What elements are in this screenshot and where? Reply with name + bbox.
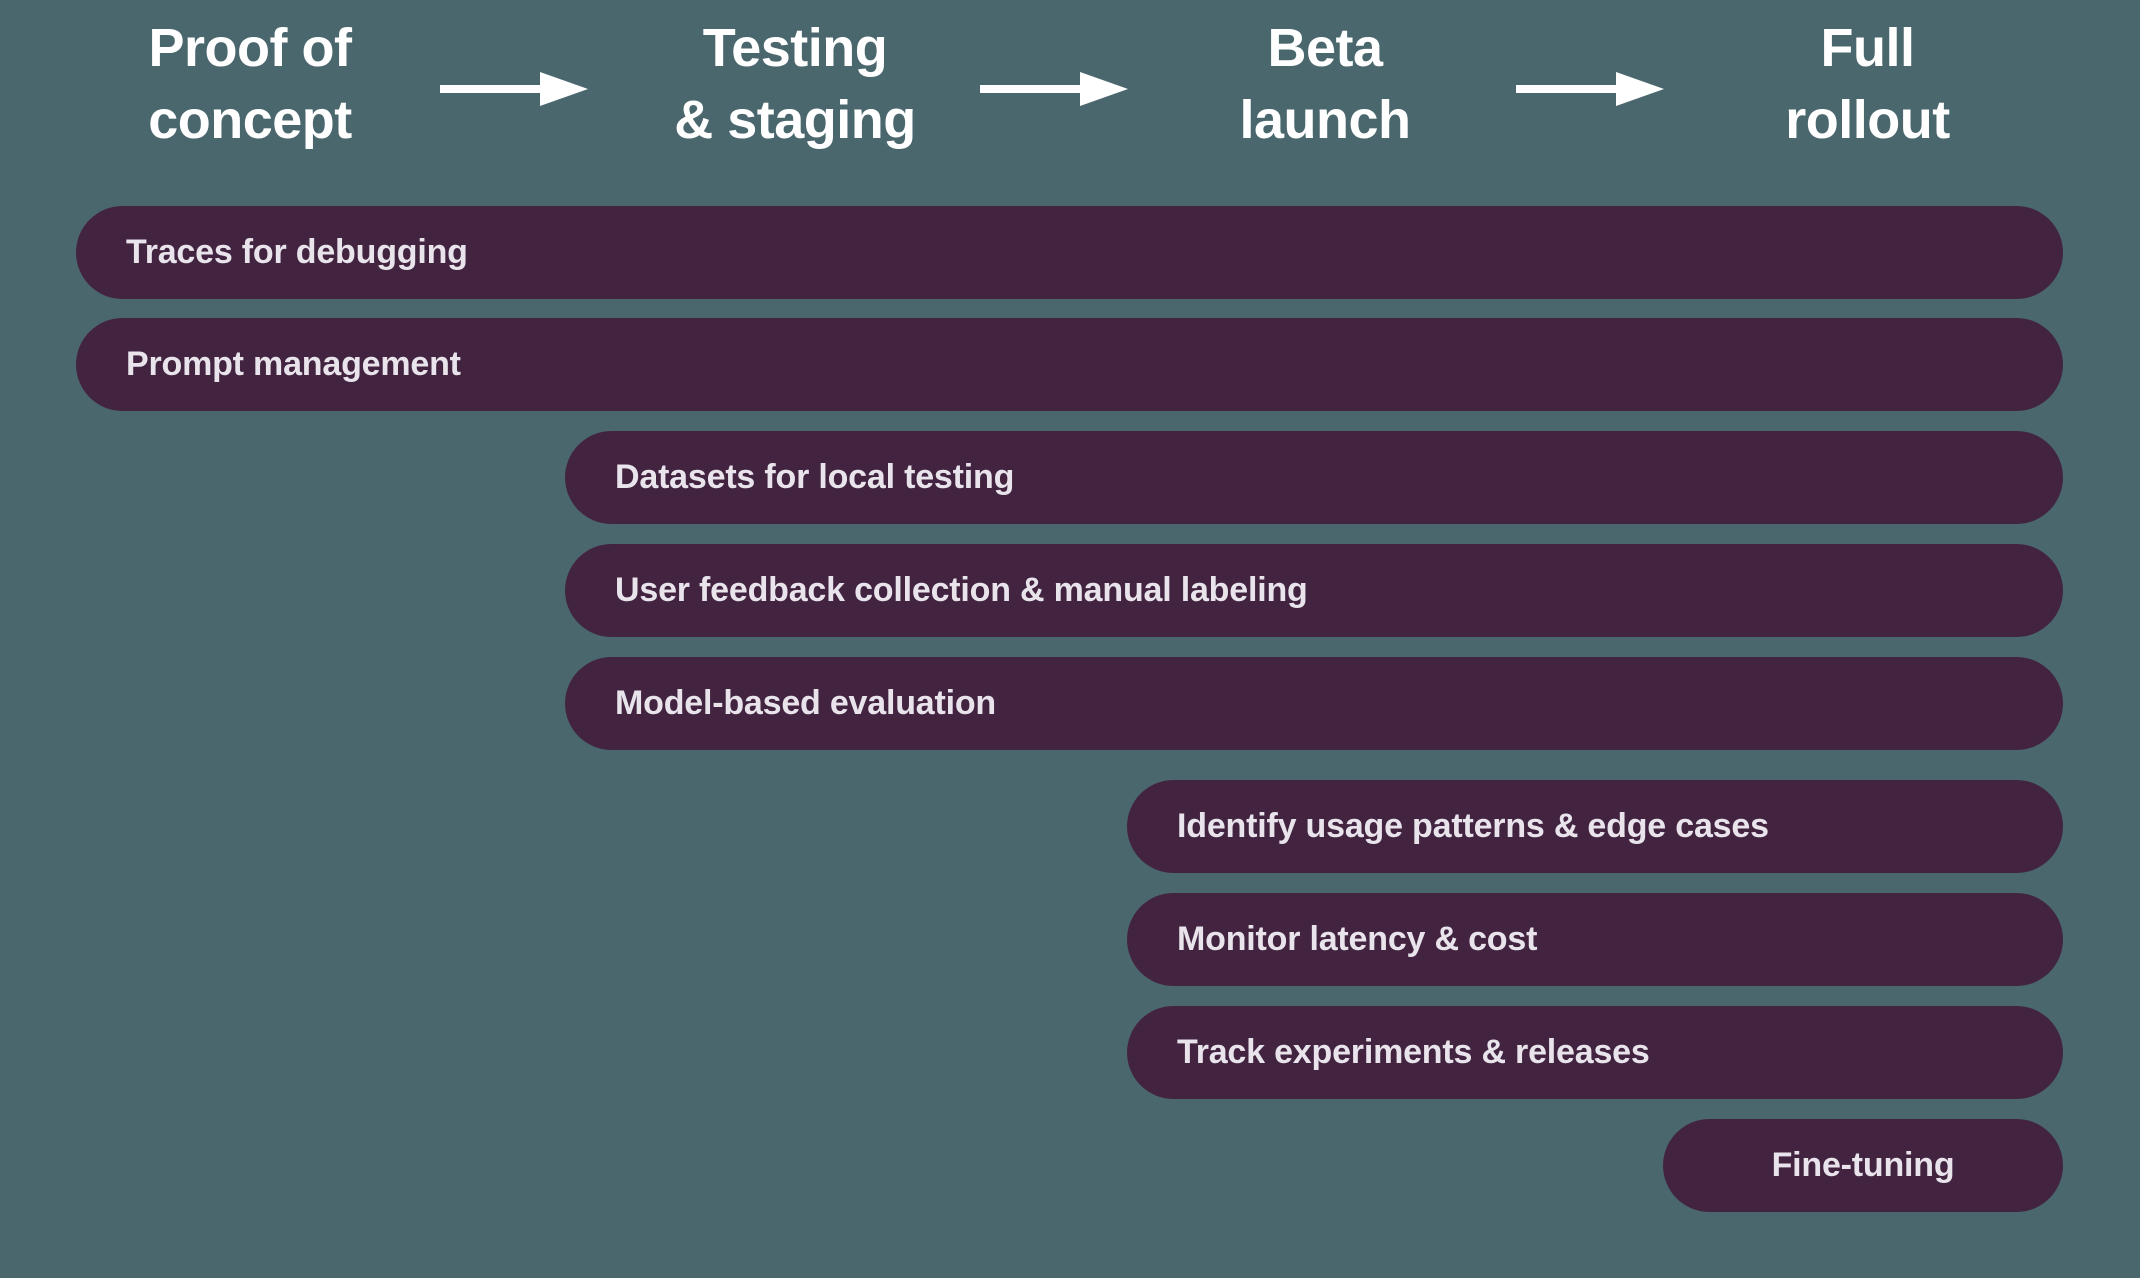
capability-bar-datasets-for-local-testing[interactable]: Datasets for local testing: [565, 431, 2063, 524]
capability-bar-label: Track experiments & releases: [1177, 1033, 1650, 1071]
capability-bar-identify-usage-patterns-and-edge-cases[interactable]: Identify usage patterns & edge cases: [1127, 780, 2063, 873]
phase-label-testing-and-staging: Testing & staging: [674, 18, 916, 150]
capability-bar-label: Model-based evaluation: [615, 684, 997, 722]
capability-bar-monitor-latency-and-cost[interactable]: Monitor latency & cost: [1127, 893, 2063, 986]
capability-bar-label: Prompt management: [126, 345, 461, 383]
capability-bar-model-based-evaluation[interactable]: Model-based evaluation: [565, 657, 2063, 750]
capability-bar-label: Traces for debugging: [126, 233, 468, 271]
phase-label-beta-launch: Beta launch: [1239, 18, 1411, 150]
arrow-right-icon: [440, 72, 588, 106]
capability-bar-label: Datasets for local testing: [615, 458, 1015, 496]
phase-label-full-rollout: Full rollout: [1785, 18, 1950, 150]
capability-bar-track-experiments-and-releases[interactable]: Track experiments & releases: [1127, 1006, 2063, 1099]
capability-bar-traces-for-debugging[interactable]: Traces for debugging: [76, 206, 2063, 299]
capability-bar-label: Identify usage patterns & edge cases: [1177, 807, 1769, 845]
capability-bar-user-feedback-collection-and-manual-labeling[interactable]: User feedback collection & manual labeli…: [565, 544, 2063, 637]
phase-header-row: Proof of concept Testing & staging Beta …: [0, 0, 2140, 175]
capability-bar-label: Fine-tuning: [1771, 1146, 1955, 1184]
capability-bar-fine-tuning[interactable]: Fine-tuning: [1663, 1119, 2063, 1212]
capability-bar-label: Monitor latency & cost: [1177, 920, 1538, 958]
arrow-right-icon: [980, 72, 1128, 106]
capability-bar-label: User feedback collection & manual labeli…: [615, 571, 1308, 609]
capability-bar-prompt-management[interactable]: Prompt management: [76, 318, 2063, 411]
phase-label-proof-of-concept: Proof of concept: [148, 18, 352, 150]
arrow-right-icon: [1516, 72, 1664, 106]
